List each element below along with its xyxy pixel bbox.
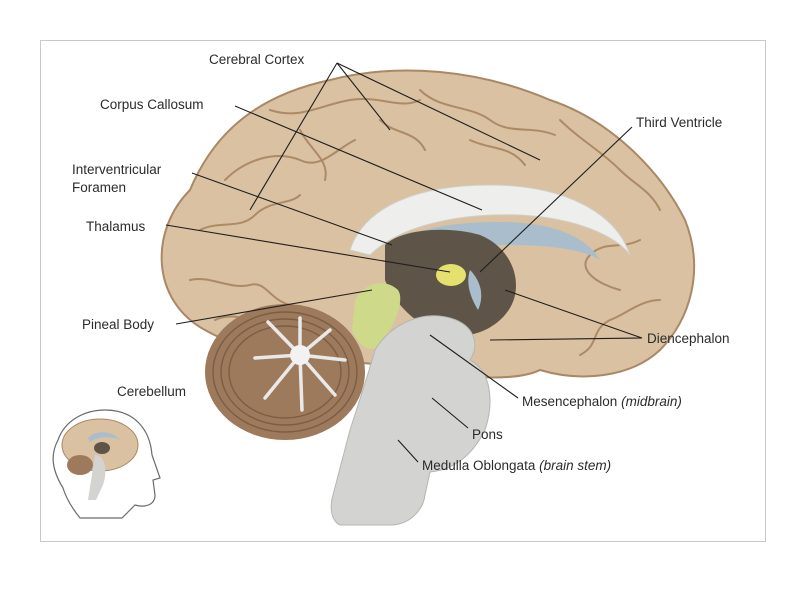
leader-pineal bbox=[175, 289, 373, 325]
label-medulla-name: Medulla Oblongata bbox=[422, 458, 536, 473]
leader-thalamus bbox=[165, 224, 451, 273]
label-pineal-body: Pineal Body bbox=[82, 317, 154, 332]
pineal-region bbox=[352, 283, 401, 350]
label-medulla: Medulla Oblongata (brain stem) bbox=[422, 458, 611, 473]
label-medulla-note: (brain stem) bbox=[539, 458, 611, 473]
label-interventricular-1: Interventricular bbox=[72, 162, 162, 177]
leader-lines bbox=[165, 62, 643, 463]
leader-cortex-2 bbox=[336, 62, 391, 131]
label-cerebellum: Cerebellum bbox=[117, 384, 186, 399]
label-mesencephalon-name: Mesencephalon bbox=[522, 394, 617, 409]
leader-corpus-callosum bbox=[234, 105, 483, 211]
leader-third-ventricle bbox=[479, 126, 633, 273]
inset-brainstem bbox=[88, 455, 106, 500]
head-inset bbox=[52, 409, 161, 519]
inset-ventricle bbox=[88, 432, 120, 442]
label-cerebral-cortex: Cerebral Cortex bbox=[209, 52, 305, 67]
label-mesencephalon-note: (midbrain) bbox=[621, 394, 682, 409]
leader-interventricular bbox=[191, 172, 393, 246]
label-mesencephalon: Mesencephalon (midbrain) bbox=[522, 394, 682, 409]
leader-cortex-3 bbox=[336, 62, 541, 161]
third-ventricle bbox=[468, 270, 482, 310]
thalamus-region bbox=[436, 264, 466, 286]
inset-cerebellum bbox=[67, 455, 93, 475]
label-corpus-callosum: Corpus Callosum bbox=[100, 97, 204, 112]
label-interventricular-2: Foramen bbox=[72, 180, 126, 195]
leader-mesencephalon bbox=[429, 334, 519, 399]
inset-diencephalon bbox=[94, 442, 110, 454]
label-diencephalon: Diencephalon bbox=[647, 331, 730, 346]
leader-diencephalon-1 bbox=[504, 289, 643, 339]
brainstem bbox=[330, 315, 491, 526]
label-thalamus: Thalamus bbox=[86, 219, 146, 234]
leader-diencephalon-2 bbox=[489, 337, 643, 341]
leader-pons bbox=[431, 397, 469, 429]
leader-cortex-1 bbox=[249, 62, 338, 211]
label-pons: Pons bbox=[472, 427, 503, 442]
corpus-callosum bbox=[349, 184, 631, 256]
cerebellum-region bbox=[205, 304, 365, 440]
leader-medulla bbox=[397, 439, 419, 463]
label-third-ventricle: Third Ventricle bbox=[636, 115, 722, 130]
